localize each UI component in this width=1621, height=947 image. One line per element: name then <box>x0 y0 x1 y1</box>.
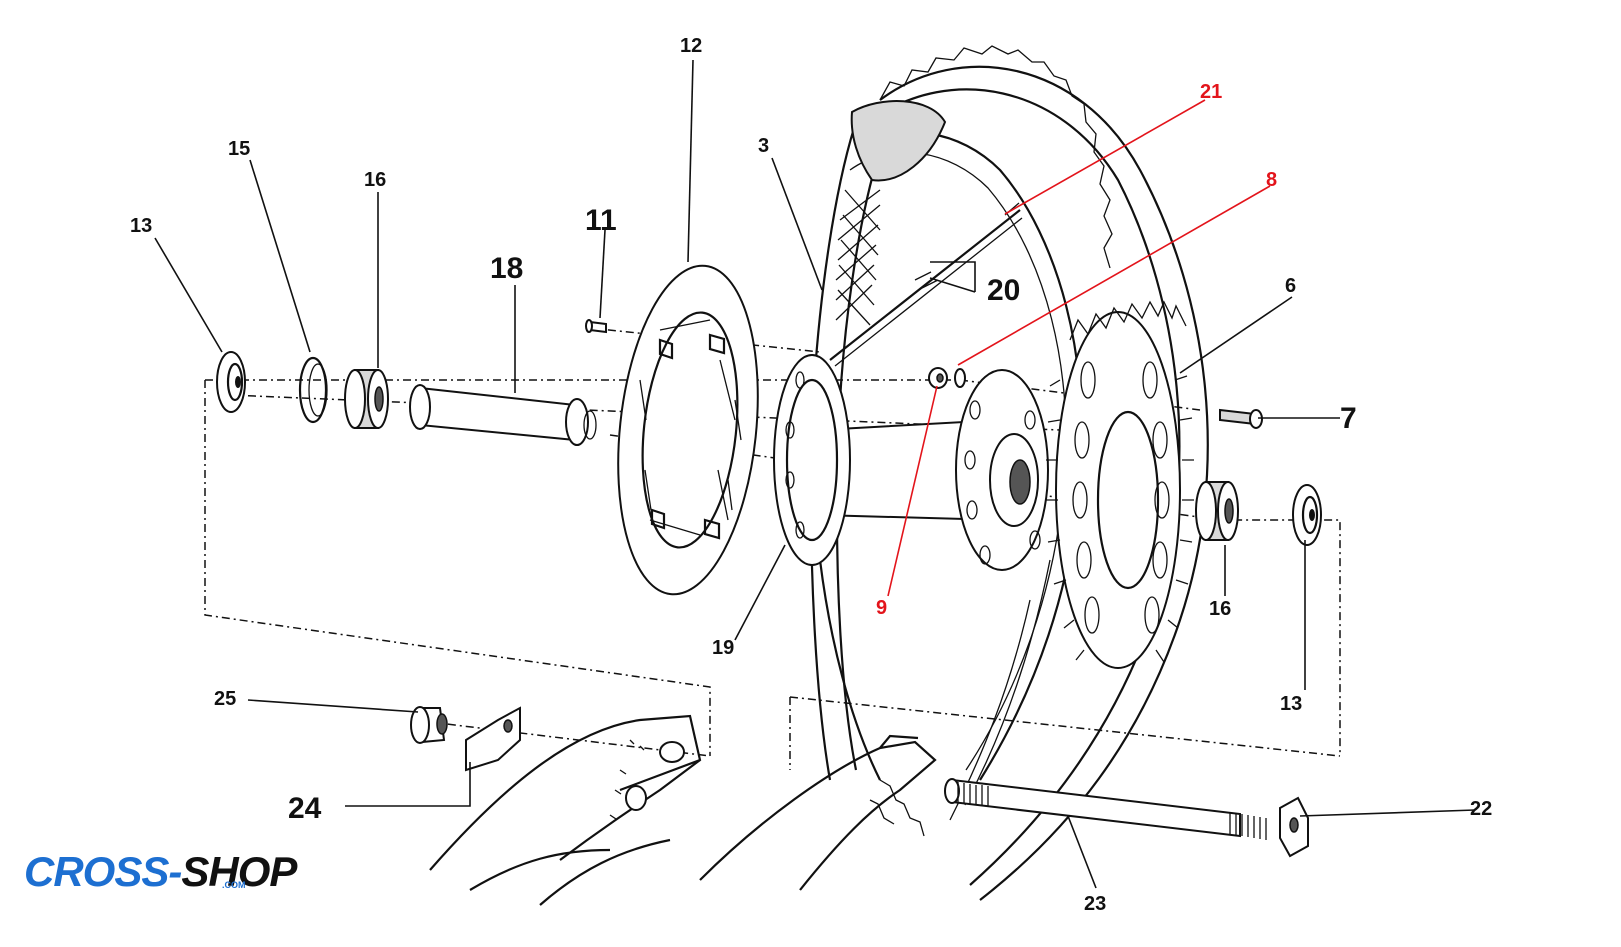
label-20: 20 <box>987 274 1020 307</box>
label-18: 18 <box>490 252 523 285</box>
label-16-left: 16 <box>364 169 386 191</box>
label-22: 22 <box>1470 798 1492 820</box>
washer-8 <box>954 368 966 388</box>
label-3: 3 <box>758 135 769 157</box>
adjuster-22 <box>1279 796 1309 858</box>
nut-9 <box>928 367 948 389</box>
label-9: 9 <box>876 597 887 619</box>
label-7: 7 <box>1340 402 1357 435</box>
label-19: 19 <box>712 637 734 659</box>
cross-shop-logo[interactable]: CROSS-SHOP .COM <box>24 848 297 896</box>
swingarm <box>429 714 937 906</box>
label-16-right: 16 <box>1209 598 1231 620</box>
axle-23 <box>944 778 1267 840</box>
circlip-15 <box>298 356 328 424</box>
bearing-16-right <box>1195 481 1239 541</box>
label-15: 15 <box>228 138 250 160</box>
sprocket-6 <box>1046 300 1194 669</box>
label-8: 8 <box>1266 169 1277 191</box>
brake-disc-12 <box>617 264 759 596</box>
seal-13-left <box>216 351 246 413</box>
label-6: 6 <box>1285 275 1296 297</box>
label-21: 21 <box>1200 81 1222 103</box>
logo-wordmark: CROSS-SHOP <box>24 848 297 895</box>
label-12: 12 <box>680 35 702 57</box>
label-25: 25 <box>214 688 236 710</box>
label-11: 11 <box>585 204 617 237</box>
label-23: 23 <box>1084 893 1106 915</box>
screw-11 <box>585 319 607 334</box>
nut-25 <box>410 706 448 744</box>
leader-lines <box>154 59 1476 889</box>
spoke-20 <box>829 202 1023 367</box>
label-24: 24 <box>288 792 322 825</box>
hub-19 <box>773 354 1049 571</box>
label-13-right: 13 <box>1280 693 1302 715</box>
seal-13-right <box>1292 484 1322 546</box>
logo-domain-suffix: .COM <box>222 880 246 890</box>
bolt-7 <box>1219 408 1263 429</box>
bearing-16-left <box>344 369 389 429</box>
label-13-left: 13 <box>130 215 152 237</box>
spacer-18 <box>409 384 597 446</box>
part-labels: 13 15 16 18 11 12 3 21 8 20 6 7 9 19 16 … <box>130 35 1492 915</box>
chain-adjuster-24 <box>465 706 521 772</box>
